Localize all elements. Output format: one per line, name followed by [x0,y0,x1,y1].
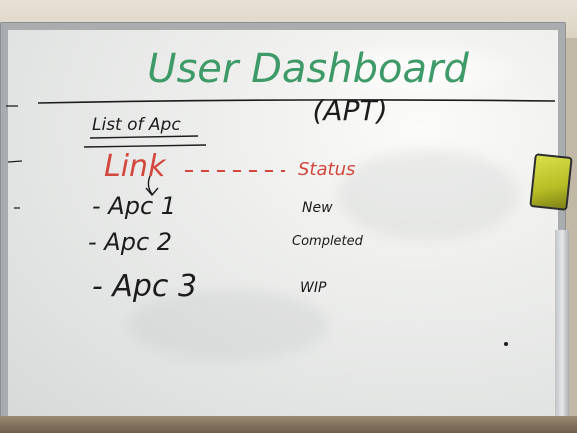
title-underline [37,99,556,104]
list-item: - Apc 2 [88,228,172,256]
section-underline [83,135,207,148]
list-item: - Apc 3 [92,269,197,304]
list-item: - Apc 1 [92,192,176,220]
column-status-header: Status [298,159,355,180]
frame-marks [6,105,23,209]
board-subtitle: (APT) [313,94,388,127]
status-value: Completed [292,234,364,249]
ink-dot [504,342,508,346]
arrow-down-icon [145,175,159,197]
board-title: User Dashboard [147,46,469,92]
eraser-smudge [338,150,518,240]
eraser-smudge [128,290,328,360]
status-value: New [302,200,333,216]
section-heading: List of Apc [92,115,181,135]
column-link-header: Link [104,149,167,184]
status-value: WIP [300,280,327,296]
light-glare [308,40,528,100]
marker-tray [0,416,577,433]
easel-post [555,230,569,433]
whiteboard-surface [8,30,558,422]
